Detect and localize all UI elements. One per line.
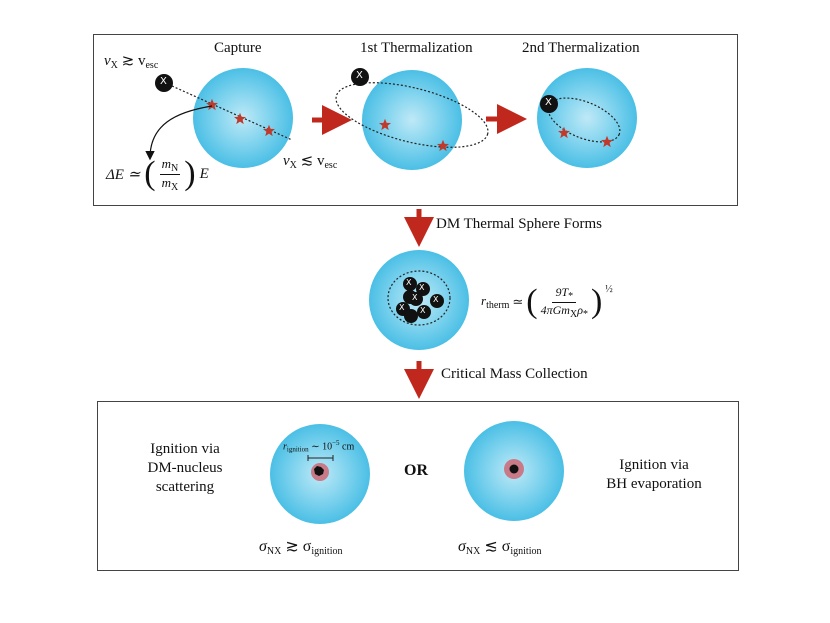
first-orbit — [335, 82, 489, 148]
first-thermalization-title: 1st Thermalization — [360, 40, 473, 56]
dm-particle-capture — [155, 74, 173, 92]
thermal-radius-formula: rtherm ≃ ( 9T* 4πGmXρ* ) ½ — [481, 283, 613, 320]
dm-particle-label: X — [160, 76, 167, 87]
dm-particle-label: X — [406, 278, 412, 287]
black-hole — [509, 464, 519, 474]
or-label: OR — [404, 462, 428, 479]
dm-particle-orbit-1 — [351, 68, 369, 86]
bottom-panel — [97, 401, 739, 571]
energy-loss-formula: ΔE ≃ ( mN mX ) E — [106, 155, 209, 193]
dm-particle-label: X — [419, 283, 425, 292]
dm-particle-label: X — [356, 70, 363, 81]
dm-particle-label: X — [545, 97, 552, 108]
second-orbit — [547, 97, 621, 143]
second-thermalization-star — [537, 68, 637, 168]
dm-particle-label: X — [412, 293, 418, 302]
sigma-above-ignition: σNX ≳ σignition — [259, 538, 343, 557]
ignition-scattering-text: Ignition via DM-nucleus scattering — [147, 441, 223, 495]
velocity-above-escape: vX ≳ vesc — [104, 53, 159, 71]
step-thermal-sphere: DM Thermal Sphere Forms — [436, 216, 602, 232]
velocity-below-escape: vX ≲ vesc — [283, 153, 338, 171]
dm-cluster — [396, 277, 444, 323]
dm-particle-label: X — [420, 306, 426, 315]
ignition-blob — [314, 466, 324, 476]
ignition-radius-label: rignition ∼ 10−5 cm — [283, 439, 355, 454]
sigma-below-ignition: σNX ≲ σignition — [458, 538, 542, 557]
thermal-sphere-boundary — [387, 270, 451, 326]
second-thermalization-title: 2nd Thermalization — [522, 40, 640, 56]
first-thermalization-star — [362, 70, 462, 170]
step-critical-mass: Critical Mass Collection — [441, 366, 588, 382]
dm-particle-label: X — [433, 295, 439, 304]
energy-loss-arrow — [145, 105, 213, 161]
capture-title: Capture — [214, 40, 262, 56]
ignition-bh-text: Ignition via BH evaporation — [606, 457, 702, 492]
dm-particle-label: X — [399, 303, 405, 312]
dm-particle-orbit-2 — [540, 95, 558, 113]
